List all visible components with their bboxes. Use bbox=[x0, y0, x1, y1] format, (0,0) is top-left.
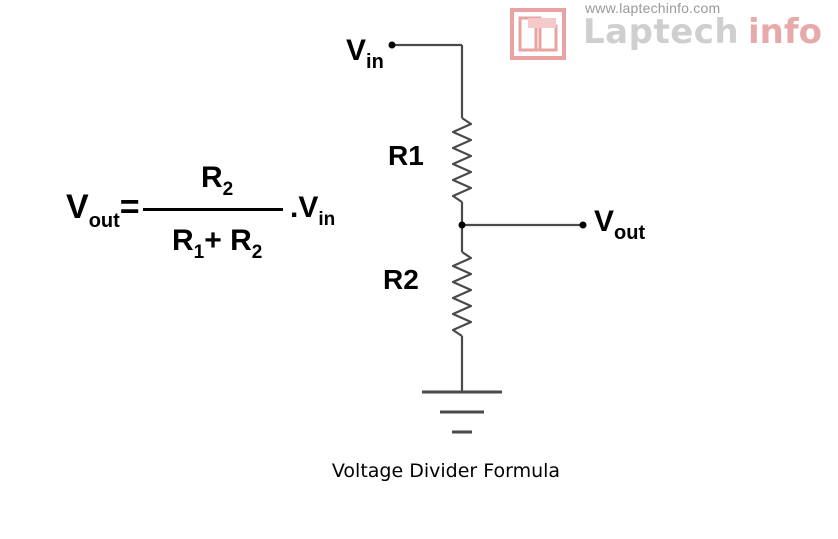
r2-label: R2 bbox=[383, 264, 419, 295]
watermark-logo-icon bbox=[510, 8, 566, 60]
vout-label: Vout bbox=[594, 205, 646, 244]
r2-resistor bbox=[451, 251, 473, 337]
watermark-url: www.laptechinfo.com bbox=[585, 0, 721, 16]
figure-caption: Voltage Divider Formula bbox=[331, 460, 561, 482]
formula-lhs: Vout= bbox=[66, 188, 140, 232]
r1-label: R1 bbox=[388, 140, 424, 171]
vout-node bbox=[579, 221, 587, 229]
vin-node bbox=[388, 41, 396, 49]
vin-label: Vin bbox=[346, 34, 384, 73]
watermark-brand-word: Laptech bbox=[583, 12, 740, 52]
watermark-brand-word-accent: info bbox=[748, 12, 823, 52]
formula-multiplier: .Vin bbox=[290, 191, 336, 230]
r1-resistor bbox=[451, 117, 473, 203]
formula-denominator: R1+ R2 bbox=[172, 224, 263, 263]
junction-node bbox=[458, 221, 466, 229]
formula-numerator: R2 bbox=[201, 161, 234, 200]
fraction-bar bbox=[143, 208, 283, 211]
